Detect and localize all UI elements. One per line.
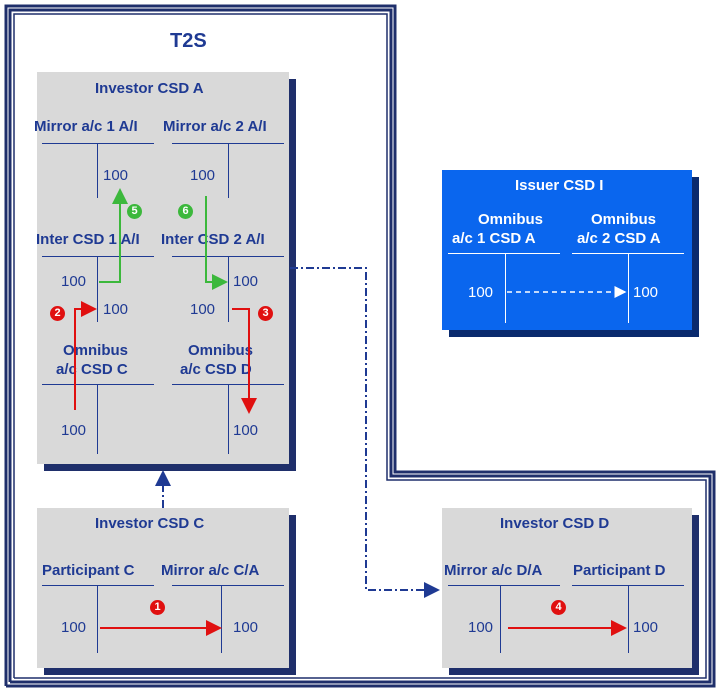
inter-csd2-left-value: 100 bbox=[190, 301, 216, 318]
arrow-step-5 bbox=[99, 188, 128, 283]
participant-c-label: Participant C bbox=[42, 562, 135, 579]
investor-csd-a-title: Investor CSD A bbox=[95, 80, 204, 97]
mirror-ac2-value: 100 bbox=[190, 167, 216, 184]
inter-csd1-label: Inter CSD 1 A/I bbox=[36, 231, 140, 248]
inter-csd2-label: Inter CSD 2 A/I bbox=[161, 231, 265, 248]
arrow-step-6 bbox=[205, 196, 228, 290]
mirror-ac2-stem bbox=[228, 143, 229, 198]
investor-csd-c-title: Investor CSD C bbox=[95, 515, 205, 532]
omnibus-d-label-2: a/c CSD D bbox=[180, 361, 252, 378]
step-badge-6: 6 bbox=[178, 204, 193, 219]
omnibus-c-label-1: Omnibus bbox=[63, 342, 129, 359]
step-badge-4: 4 bbox=[551, 600, 566, 615]
inter-csd1-right-value: 100 bbox=[103, 301, 129, 318]
issuer-omnibus1-value: 100 bbox=[468, 284, 494, 301]
issuer-omnibus2-value: 100 bbox=[633, 284, 659, 301]
investor-csd-d-box bbox=[442, 508, 692, 668]
participant-d-label: Participant D bbox=[573, 562, 666, 579]
issuer-omnibus1-t-line bbox=[448, 253, 560, 254]
step-badge-2: 2 bbox=[50, 306, 65, 321]
issuer-omnibus1-stem bbox=[505, 253, 506, 323]
arrow-step-2 bbox=[74, 301, 97, 410]
investor-csd-c-box bbox=[37, 508, 289, 668]
step-badge-3: 3 bbox=[258, 306, 273, 321]
mirror-ac-da-t-line bbox=[448, 585, 560, 586]
participant-c-value: 100 bbox=[61, 619, 87, 636]
omnibus-c-label-2: a/c CSD C bbox=[56, 361, 128, 378]
inter-csd1-left-value: 100 bbox=[61, 273, 87, 290]
participant-c-stem bbox=[97, 585, 98, 653]
mirror-ac-da-stem bbox=[500, 585, 501, 653]
mirror-ac-da-value: 100 bbox=[468, 619, 494, 636]
omnibus-c-t-line bbox=[42, 384, 154, 385]
step-badge-1: 1 bbox=[150, 600, 165, 615]
participant-d-stem bbox=[628, 585, 629, 653]
issuer-csd-i-title: Issuer CSD I bbox=[515, 177, 604, 194]
t2s-title: T2S bbox=[170, 30, 207, 52]
omnibus-d-stem bbox=[228, 384, 229, 454]
mirror-ac1-value: 100 bbox=[103, 167, 129, 184]
omnibus-d-label-1: Omnibus bbox=[188, 342, 254, 359]
issuer-omnibus2-label-1: Omnibus bbox=[591, 211, 657, 228]
investor-csd-d-title: Investor CSD D bbox=[500, 515, 610, 532]
inter-csd2-stem bbox=[228, 256, 229, 322]
mirror-ac-ca-value: 100 bbox=[233, 619, 259, 636]
issuer-omnibus2-stem bbox=[628, 253, 629, 323]
mirror-ac-ca-label: Mirror a/c C/A bbox=[161, 562, 260, 579]
issuer-csd-i-box bbox=[442, 170, 692, 330]
mirror-ac2-label: Mirror a/c 2 A/I bbox=[163, 118, 267, 135]
participant-d-value: 100 bbox=[633, 619, 659, 636]
omnibus-d-value: 100 bbox=[233, 422, 259, 439]
step-badge-5: 5 bbox=[127, 204, 142, 219]
mirror-ac-da-label: Mirror a/c D/A bbox=[444, 562, 543, 579]
issuer-omnibus1-label-1: Omnibus bbox=[478, 211, 544, 228]
inter-csd2-right-value: 100 bbox=[233, 273, 259, 290]
mirror-ac-ca-t-line bbox=[172, 585, 284, 586]
mirror-ac1-label: Mirror a/c 1 A/I bbox=[34, 118, 138, 135]
link-csd-a-to-csd-d bbox=[290, 267, 440, 598]
issuer-omnibus1-label-2: a/c 1 CSD A bbox=[452, 230, 536, 247]
mirror-ac-ca-stem bbox=[221, 585, 222, 653]
issuer-omnibus2-label-2: a/c 2 CSD A bbox=[577, 230, 661, 247]
inter-csd1-t-line bbox=[42, 256, 154, 257]
inter-csd1-stem bbox=[97, 256, 98, 322]
omnibus-c-value: 100 bbox=[61, 422, 87, 439]
mirror-ac1-t-line bbox=[42, 143, 154, 144]
mirror-ac1-stem bbox=[97, 143, 98, 198]
arrow-step-3 bbox=[232, 308, 257, 414]
omnibus-c-stem bbox=[97, 384, 98, 454]
participant-c-t-line bbox=[42, 585, 154, 586]
